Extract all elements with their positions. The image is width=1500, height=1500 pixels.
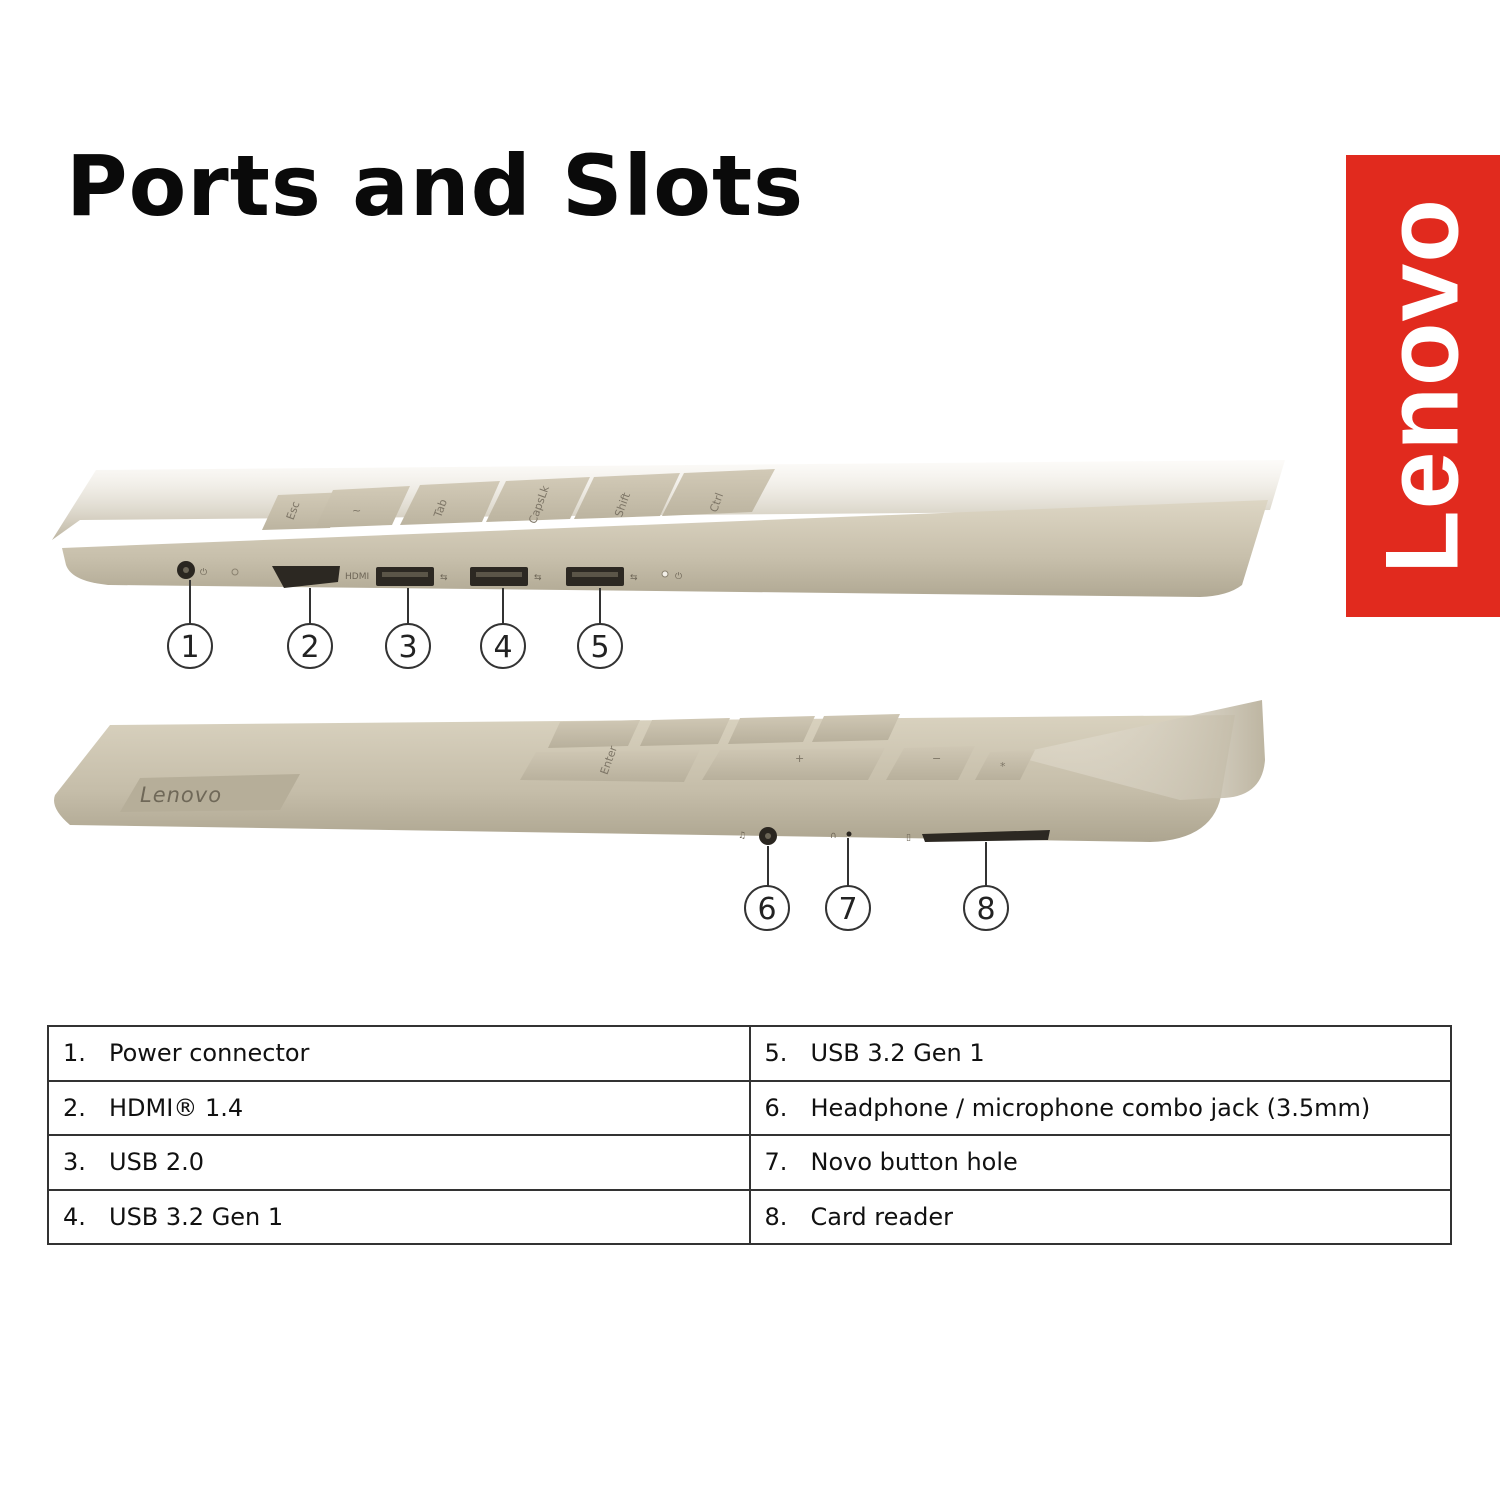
table-row: 1. Power connector 5. USB 3.2 Gen 1 bbox=[47, 1025, 1452, 1082]
callout-6 bbox=[744, 885, 790, 931]
table-row: 4. USB 3.2 Gen 1 8. Card reader bbox=[47, 1188, 1452, 1245]
callout-1 bbox=[167, 623, 213, 669]
keyboard-keys-left bbox=[262, 469, 775, 530]
port-number: 4. bbox=[63, 1202, 86, 1231]
port-number: 1. bbox=[63, 1039, 86, 1068]
table-cell: 7. Novo button hole bbox=[748, 1134, 1452, 1191]
key-label-ctrl: Ctrl bbox=[707, 491, 726, 514]
port-number: 2. bbox=[63, 1093, 86, 1122]
card-reader-slot bbox=[922, 830, 1050, 842]
port-label: USB 3.2 Gen 1 bbox=[109, 1202, 284, 1231]
svg-text:♫: ♫ bbox=[738, 831, 746, 841]
hdmi-port bbox=[272, 566, 340, 588]
page-title: Ports and Slots bbox=[66, 137, 805, 235]
lenovo-logo: Lenovo bbox=[1346, 155, 1500, 617]
keyboard-keys-right bbox=[520, 714, 1035, 782]
novo-button-hole bbox=[846, 831, 852, 837]
key-label-asterisk: * bbox=[1000, 760, 1006, 773]
lid-logo-plate bbox=[120, 774, 300, 812]
port-label: USB 2.0 bbox=[109, 1148, 205, 1177]
callout-number-2: 2 bbox=[300, 630, 319, 665]
callout-number-8: 8 bbox=[976, 892, 995, 927]
port-number: 7. bbox=[764, 1148, 788, 1177]
hdmi-marking: HDMI bbox=[345, 572, 369, 582]
callout-leaders-right bbox=[767, 838, 987, 886]
callout-number-1: 1 bbox=[180, 630, 199, 665]
svg-text:⇆: ⇆ bbox=[630, 573, 638, 583]
key-label-plus: + bbox=[795, 752, 804, 765]
callout-4 bbox=[480, 623, 526, 669]
port-label: HDMI® 1.4 bbox=[109, 1093, 244, 1122]
laptop-base-left bbox=[62, 500, 1268, 597]
table-cell: 5. USB 3.2 Gen 1 bbox=[748, 1025, 1452, 1082]
table-cell: 3. USB 2.0 bbox=[47, 1134, 751, 1191]
table-cell: 8. Card reader bbox=[748, 1188, 1452, 1245]
laptop-lid-left bbox=[52, 460, 1285, 540]
laptop-left-side-view: Esc ~ Tab CapsLk Shift Ctrl ⏻ HDMI ⇆ ⇆ ⇆… bbox=[0, 455, 1340, 690]
lenovo-logo-text: Lenovo bbox=[1364, 198, 1481, 574]
callout-7 bbox=[825, 885, 871, 931]
callout-number-5: 5 bbox=[590, 630, 609, 665]
key-label-minus: − bbox=[932, 752, 941, 765]
laptop-lid-right bbox=[1010, 700, 1265, 800]
table-cell: 4. USB 3.2 Gen 1 bbox=[47, 1188, 751, 1245]
callout-number-7: 7 bbox=[838, 892, 857, 927]
port-number: 8. bbox=[764, 1202, 788, 1231]
table-cell: 1. Power connector bbox=[47, 1025, 751, 1082]
callout-number-6: 6 bbox=[757, 892, 776, 927]
port-label: Headphone / microphone combo jack (3.5mm… bbox=[810, 1093, 1371, 1122]
port-number: 3. bbox=[63, 1148, 86, 1177]
port-number: 5. bbox=[764, 1039, 788, 1068]
callout-number-4: 4 bbox=[493, 630, 512, 665]
key-label-tab: Tab bbox=[431, 497, 450, 520]
callout-number-3: 3 bbox=[398, 630, 417, 665]
table-row: 2. HDMI® 1.4 6. Headphone / microphone com… bbox=[47, 1079, 1452, 1136]
port-label: Power connector bbox=[109, 1039, 310, 1068]
svg-text:⇆: ⇆ bbox=[440, 573, 448, 583]
key-label-tilde: ~ bbox=[352, 504, 361, 517]
callout-leaders-left bbox=[189, 580, 601, 624]
key-label-esc: Esc bbox=[284, 500, 303, 522]
table-cell: 2. HDMI® 1.4 bbox=[47, 1079, 751, 1136]
port-label: USB 3.2 Gen 1 bbox=[810, 1039, 985, 1068]
lid-logo-text: Lenovo bbox=[140, 783, 222, 807]
svg-text:⏻: ⏻ bbox=[675, 571, 682, 582]
svg-text:⏻: ⏻ bbox=[200, 567, 207, 578]
laptop-right-side-view: Lenovo Enter + − * ♫ ∩ ▯ bbox=[0, 690, 1340, 940]
callout-2 bbox=[287, 623, 333, 669]
port-label: Novo button hole bbox=[810, 1148, 1018, 1177]
callout-5 bbox=[577, 623, 623, 669]
table-cell: 6. Headphone / microphone combo jack (3.5… bbox=[748, 1079, 1452, 1136]
port-number: 6. bbox=[764, 1093, 788, 1122]
callout-8 bbox=[963, 885, 1009, 931]
table-row: 3. USB 2.0 7. Novo button hole bbox=[47, 1134, 1452, 1191]
svg-text:⇆: ⇆ bbox=[534, 573, 542, 583]
ports-table: 1. Power connector 5. USB 3.2 Gen 1 2. HDMI… bbox=[47, 1025, 1452, 1245]
svg-text:▯: ▯ bbox=[906, 833, 911, 843]
svg-text:∩: ∩ bbox=[830, 831, 837, 841]
callout-3 bbox=[385, 623, 431, 669]
port-label: Card reader bbox=[810, 1202, 953, 1231]
